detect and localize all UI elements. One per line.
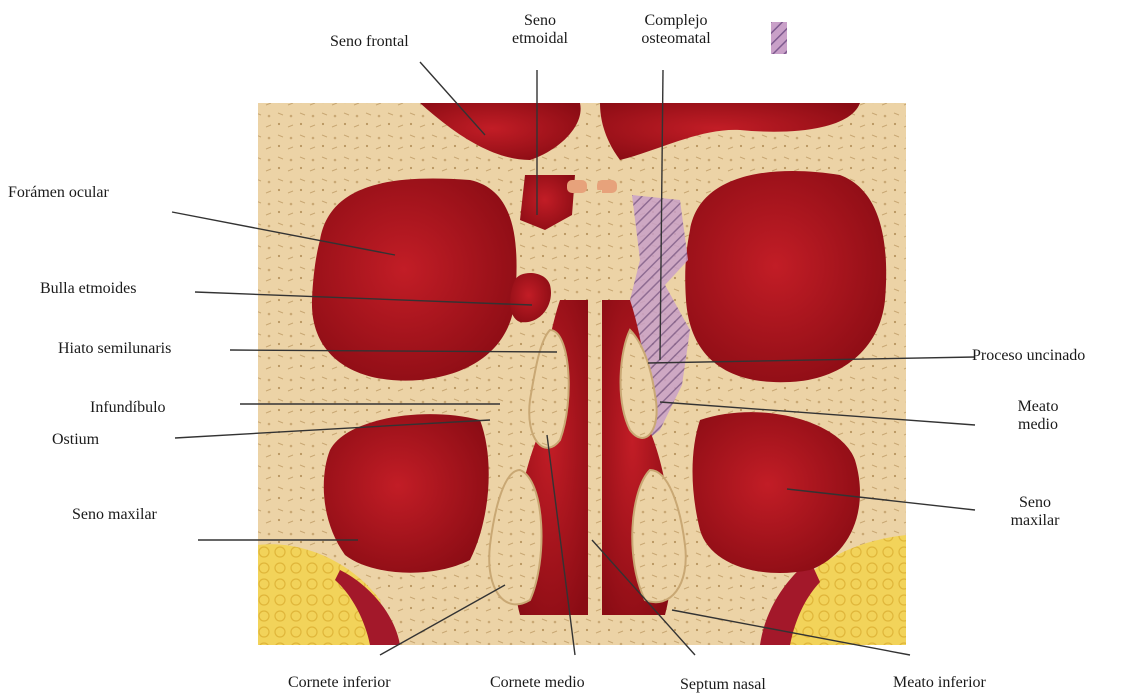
label-hiato-semilunaris: Hiato semilunaris <box>58 340 171 358</box>
label-ostium: Ostium <box>52 431 99 449</box>
legend-hatch-swatch <box>771 22 787 54</box>
label-proceso-uncinado: Proceso uncinado <box>972 347 1085 365</box>
label-seno-maxilar-right: Seno maxilar <box>990 494 1080 530</box>
label-meato-medio-line1: Meato <box>998 398 1078 416</box>
label-seno-etmoidal: Seno etmoidal <box>500 12 580 48</box>
label-meato-medio: Meato medio <box>998 398 1078 434</box>
label-complejo-line1: Complejo <box>626 12 726 30</box>
orbit-right <box>685 171 886 382</box>
label-infundibulo: Infundíbulo <box>90 399 166 417</box>
label-meato-inferior: Meato inferior <box>893 674 986 692</box>
label-foramen-ocular: Forámen ocular <box>8 184 109 202</box>
crista-left <box>567 180 587 193</box>
label-septum-nasal: Septum nasal <box>680 676 766 694</box>
label-bulla-etmoides: Bulla etmoides <box>40 280 136 298</box>
label-seno-etmoidal-line1: Seno <box>500 12 580 30</box>
label-seno-etmoidal-line2: etmoidal <box>500 30 580 48</box>
maxillary-sinus-right <box>693 412 860 573</box>
label-meato-medio-line2: medio <box>998 416 1078 434</box>
label-seno-maxilar-right-line2: maxilar <box>990 512 1080 530</box>
anatomy-illustration <box>258 103 906 645</box>
label-seno-maxilar-left: Seno maxilar <box>72 506 157 524</box>
label-seno-maxilar-right-line1: Seno <box>990 494 1080 512</box>
label-seno-frontal: Seno frontal <box>330 33 409 51</box>
septum <box>588 190 602 630</box>
label-cornete-medio: Cornete medio <box>490 674 585 692</box>
label-complejo-osteomatal: Complejo osteomatal <box>626 12 726 48</box>
label-cornete-inferior: Cornete inferior <box>288 674 391 692</box>
maxillary-sinus-left <box>324 414 489 573</box>
label-complejo-line2: osteomatal <box>626 30 726 48</box>
